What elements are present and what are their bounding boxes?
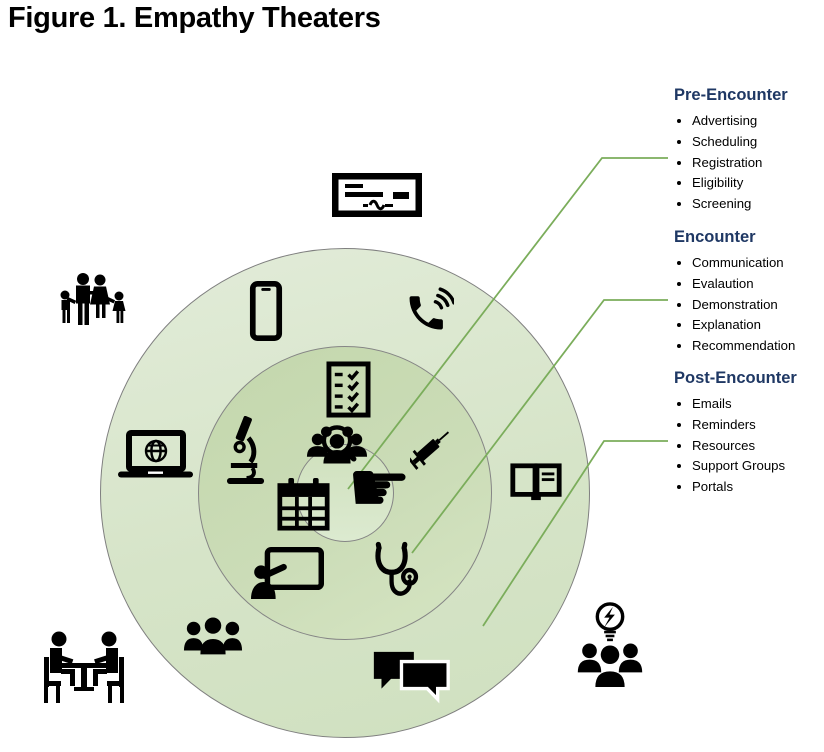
legend-list-post-encounter: Emails Reminders Resources Support Group…	[674, 397, 824, 494]
post-encounter-connector-line	[482, 440, 668, 627]
legend-item: Advertising	[692, 114, 824, 128]
figure-title: Figure 1. Empathy Theaters	[8, 2, 381, 34]
pointing-hand-icon: ☛	[347, 445, 412, 529]
legend-list-encounter: Communication Evalaution Demonstration E…	[674, 256, 824, 353]
legend-item: Demonstration	[692, 297, 824, 312]
legend-item: Explanation	[692, 318, 824, 332]
encounter-connector-line	[411, 299, 668, 554]
legend-item: Portals	[692, 480, 824, 494]
bank-check-icon	[332, 173, 422, 217]
stethoscope-icon	[371, 540, 419, 610]
focus-group-icon	[305, 425, 369, 475]
calendar-icon	[277, 478, 330, 531]
legend-item: Emails	[692, 397, 824, 411]
legend-section-post-encounter: Post-Encounter Emails Reminders Resource…	[674, 369, 824, 501]
legend-item: Eligibility	[692, 176, 824, 190]
meeting-table-icon	[40, 629, 128, 709]
brainstorm-group-icon	[570, 600, 650, 688]
pre-encounter-connector-line	[347, 157, 668, 490]
legend-item: Reminders	[692, 418, 824, 432]
legend-heading-pre-encounter: Pre-Encounter	[674, 86, 788, 104]
syringe-icon	[410, 421, 454, 471]
legend-item: Registration	[692, 155, 824, 170]
audience-icon	[182, 616, 244, 664]
family-icon	[57, 272, 127, 328]
chat-bubbles-icon	[371, 648, 451, 706]
legend-heading-post-encounter: Post-Encounter	[674, 369, 797, 387]
phone-ringing-icon	[404, 287, 454, 335]
legend-item: Recommendation	[692, 339, 824, 353]
presentation-icon	[251, 547, 324, 599]
checklist-clipboard-icon	[326, 361, 371, 418]
legend-item: Screening	[692, 197, 824, 211]
laptop-globe-icon	[118, 430, 193, 478]
legend-item: Scheduling	[692, 135, 824, 149]
legend-heading-encounter: Encounter	[674, 228, 756, 246]
open-book-icon	[508, 462, 564, 502]
microscope-icon	[225, 416, 268, 484]
legend-section-pre-encounter: Pre-Encounter Advertising Scheduling Reg…	[674, 86, 824, 218]
legend-section-encounter: Encounter Communication Evalaution Demon…	[674, 228, 824, 360]
legend-item: Resources	[692, 438, 824, 453]
smartphone-icon	[249, 281, 283, 341]
legend-item: Support Groups	[692, 459, 824, 473]
legend-list-pre-encounter: Advertising Scheduling Registration Elig…	[674, 114, 824, 211]
legend-item: Evalaution	[692, 277, 824, 291]
legend-item: Communication	[692, 256, 824, 270]
